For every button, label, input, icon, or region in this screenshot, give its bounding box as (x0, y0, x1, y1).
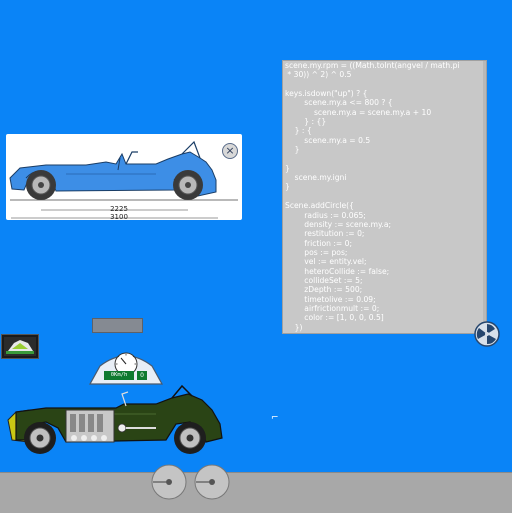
code-line: friction := 0; (285, 238, 353, 248)
script-code-text[interactable]: scene.my.rpm = ((Math.toInt(angvel / mat… (283, 61, 486, 332)
mini-car-thumbnail[interactable] (1, 334, 39, 359)
code-line: scene.my.rpm = ((Math.toInt(angvel / mat… (285, 61, 460, 70)
dimension-wheelbase: 2225 (110, 205, 128, 213)
code-line: keys.isdown("up") ? { (285, 89, 368, 99)
gray-control-button[interactable] (92, 318, 143, 333)
code-line: zDepth := 500; (285, 285, 363, 295)
code-line: } (285, 163, 290, 173)
speed-readout: 0Km/h (104, 371, 134, 380)
dimension-length: 3100 (110, 213, 128, 221)
code-line: * 30)) ^ 2) ^ 0.5 (285, 70, 352, 80)
pointer-icon: ⌐ (271, 413, 279, 423)
wheel-icon[interactable] (151, 464, 187, 500)
code-line: timetolive := 0.09; (285, 294, 376, 304)
code-line: heteroCollide := false; (285, 266, 390, 276)
code-line: } (285, 145, 300, 155)
code-line: scene.my.igni (285, 173, 347, 183)
code-line: radius := 0.065; (285, 210, 366, 220)
fan-icon[interactable] (474, 321, 500, 347)
code-line: } : { (285, 126, 312, 136)
close-icon[interactable]: × (222, 143, 238, 159)
code-line: scene.my.a = 0.5 (285, 135, 371, 145)
code-line: pos := pos; (285, 247, 348, 257)
wheel-icon[interactable] (194, 464, 230, 500)
gear-readout: 0 (137, 371, 147, 380)
code-line: } (285, 182, 290, 192)
code-scrollbar[interactable] (483, 61, 486, 333)
code-line: vel := entity.vel; (285, 257, 367, 267)
blueprint-car-drawing (9, 140, 238, 219)
code-line: }) (285, 322, 303, 332)
code-line: Scene.addCircle({ (285, 201, 354, 211)
game-car[interactable] (6, 384, 228, 460)
code-line: scene.my.a <= 800 ? { (285, 98, 393, 108)
code-line: density := scene.my.a; (285, 219, 392, 229)
dashboard-gauge: 0Km/h 0 (88, 350, 164, 386)
car-blueprint-image[interactable]: × 2225 3100 (6, 134, 242, 221)
code-line: airfrictionmult := 0; (285, 303, 380, 313)
ground (0, 472, 512, 513)
code-line: color := [1, 0, 0, 0.5] (285, 313, 384, 323)
thumbnail-drawing (4, 337, 36, 356)
code-line: } : {} (285, 117, 327, 127)
code-line: scene.my.a = scene.my.a + 10 (285, 107, 432, 117)
script-code-panel[interactable]: scene.my.rpm = ((Math.toInt(angvel / mat… (282, 60, 487, 334)
code-line: restitution := 0; (285, 229, 365, 239)
code-line: collideSet := 5; (285, 275, 363, 285)
